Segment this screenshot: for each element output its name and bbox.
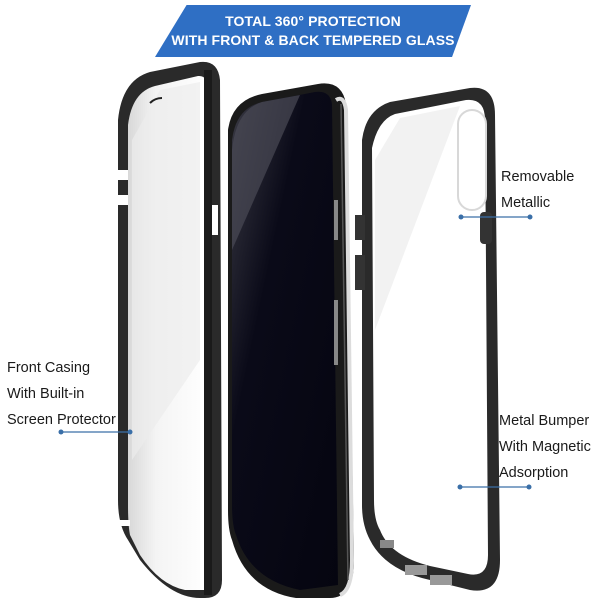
- headline-banner: TOTAL 360° PROTECTION WITH FRONT & BACK …: [155, 5, 471, 57]
- callout-text: Metal Bumper: [499, 413, 590, 429]
- front-casing-illustration: [118, 61, 222, 599]
- banner-line-1: TOTAL 360° PROTECTION: [225, 13, 401, 29]
- callout-dots: [58, 214, 533, 490]
- callout-text: Screen Protector: [7, 412, 116, 428]
- callout-removable-metallic: Removable Metallic: [501, 164, 574, 216]
- callout-text: With Built-in: [7, 386, 85, 402]
- callout-text: Adsorption: [499, 465, 569, 481]
- callout-metal-bumper: Metal Bumper With Magnetic Adsorption: [499, 408, 591, 486]
- callout-text: Front Casing: [7, 360, 91, 376]
- callout-text: Removable: [501, 169, 575, 185]
- phone-illustration: [228, 83, 355, 598]
- metal-bumper-illustration: [355, 87, 500, 591]
- banner-line-2: WITH FRONT & BACK TEMPERED GLASS: [171, 32, 455, 48]
- callout-front-casing: Front Casing With Built-in Screen Protec…: [7, 355, 116, 433]
- callout-text: With Magnetic: [499, 439, 591, 455]
- callout-text: Metallic: [501, 195, 551, 211]
- callout-lines: [61, 216, 530, 488]
